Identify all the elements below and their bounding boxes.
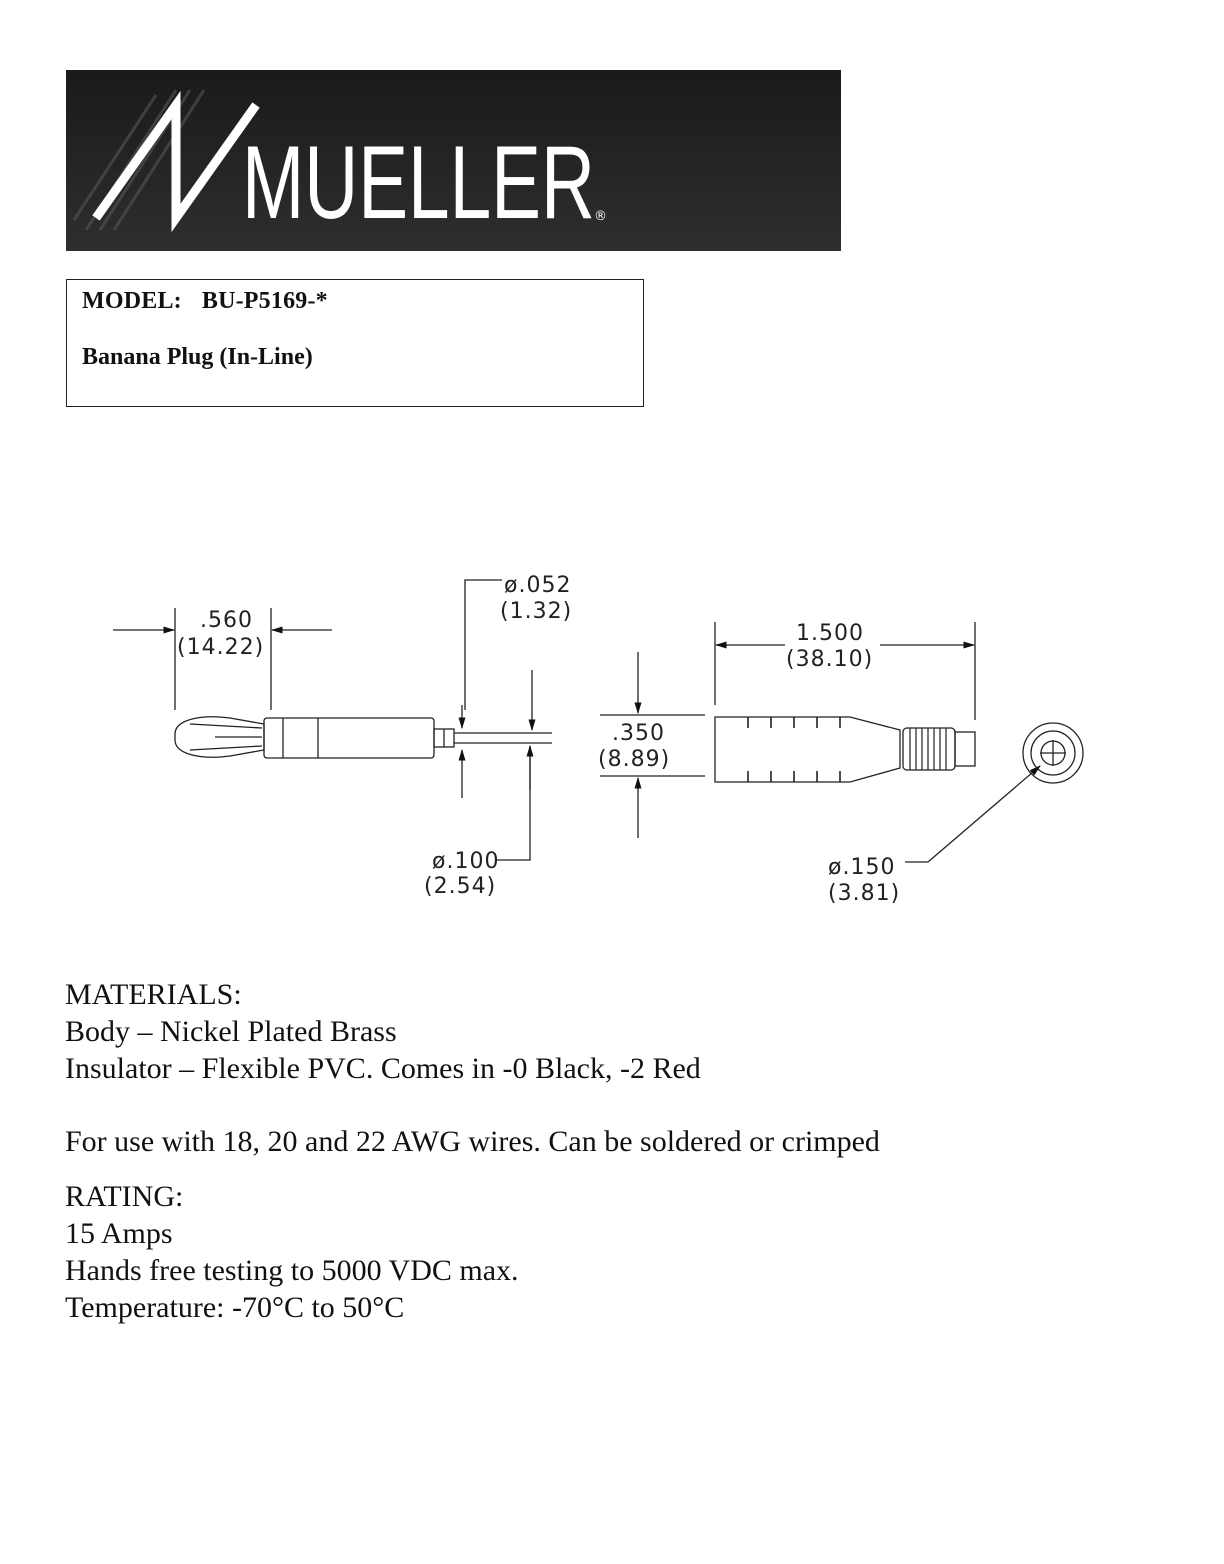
brand-logo-banner: MUELLER ® <box>66 70 841 251</box>
dim-wire-od-mm: (2.54) <box>424 874 496 899</box>
wire-compatibility: For use with 18, 20 and 22 AWG wires. Ca… <box>65 1125 880 1158</box>
dim-insulator-length-inch: 1.500 <box>796 621 864 646</box>
technical-drawing: .560 (14.22) ø.052 (1.32) ø.100 (2.54) .… <box>113 573 1084 906</box>
brand-name: MUELLER <box>242 125 595 241</box>
dim-insulator-length-mm: (38.10) <box>786 647 873 672</box>
brand-logo: MUELLER ® <box>72 89 607 241</box>
dim-end-hole-mm: (3.81) <box>828 881 900 906</box>
dim-wire-hole-inch: ø.052 <box>504 573 571 598</box>
model-number: BU-P5169-* <box>201 288 328 314</box>
materials-insulator: Insulator – Flexible PVC. Comes in -0 Bl… <box>65 1052 701 1085</box>
model-description: Banana Plug (In-Line) <box>82 344 313 370</box>
rating-amps: 15 Amps <box>65 1217 173 1250</box>
rating-heading: RATING: <box>65 1180 184 1213</box>
dim-insulator-dia-inch: .350 <box>612 721 665 746</box>
rating-testing: Hands free testing to 5000 VDC max. <box>65 1254 519 1287</box>
dim-end-hole-inch: ø.150 <box>828 855 895 880</box>
dim-insulator-dia-mm: (8.89) <box>598 747 670 772</box>
materials-heading: MATERIALS: <box>65 978 242 1011</box>
materials-body: Body – Nickel Plated Brass <box>65 1015 397 1048</box>
registered-mark: ® <box>594 209 607 224</box>
dim-wire-od-inch: ø.100 <box>432 849 499 874</box>
model-line: MODEL: BU-P5169-* <box>82 288 328 315</box>
dim-tip-length-inch: .560 <box>200 608 253 633</box>
model-box: MODEL: BU-P5169-* Banana Plug (In-Line) <box>66 279 644 407</box>
rating-temperature: Temperature: -70°C to 50°C <box>65 1291 405 1324</box>
dim-wire-hole-mm: (1.32) <box>500 599 572 624</box>
model-label: MODEL: <box>82 288 182 314</box>
dim-tip-length-mm: (14.22) <box>177 635 264 660</box>
